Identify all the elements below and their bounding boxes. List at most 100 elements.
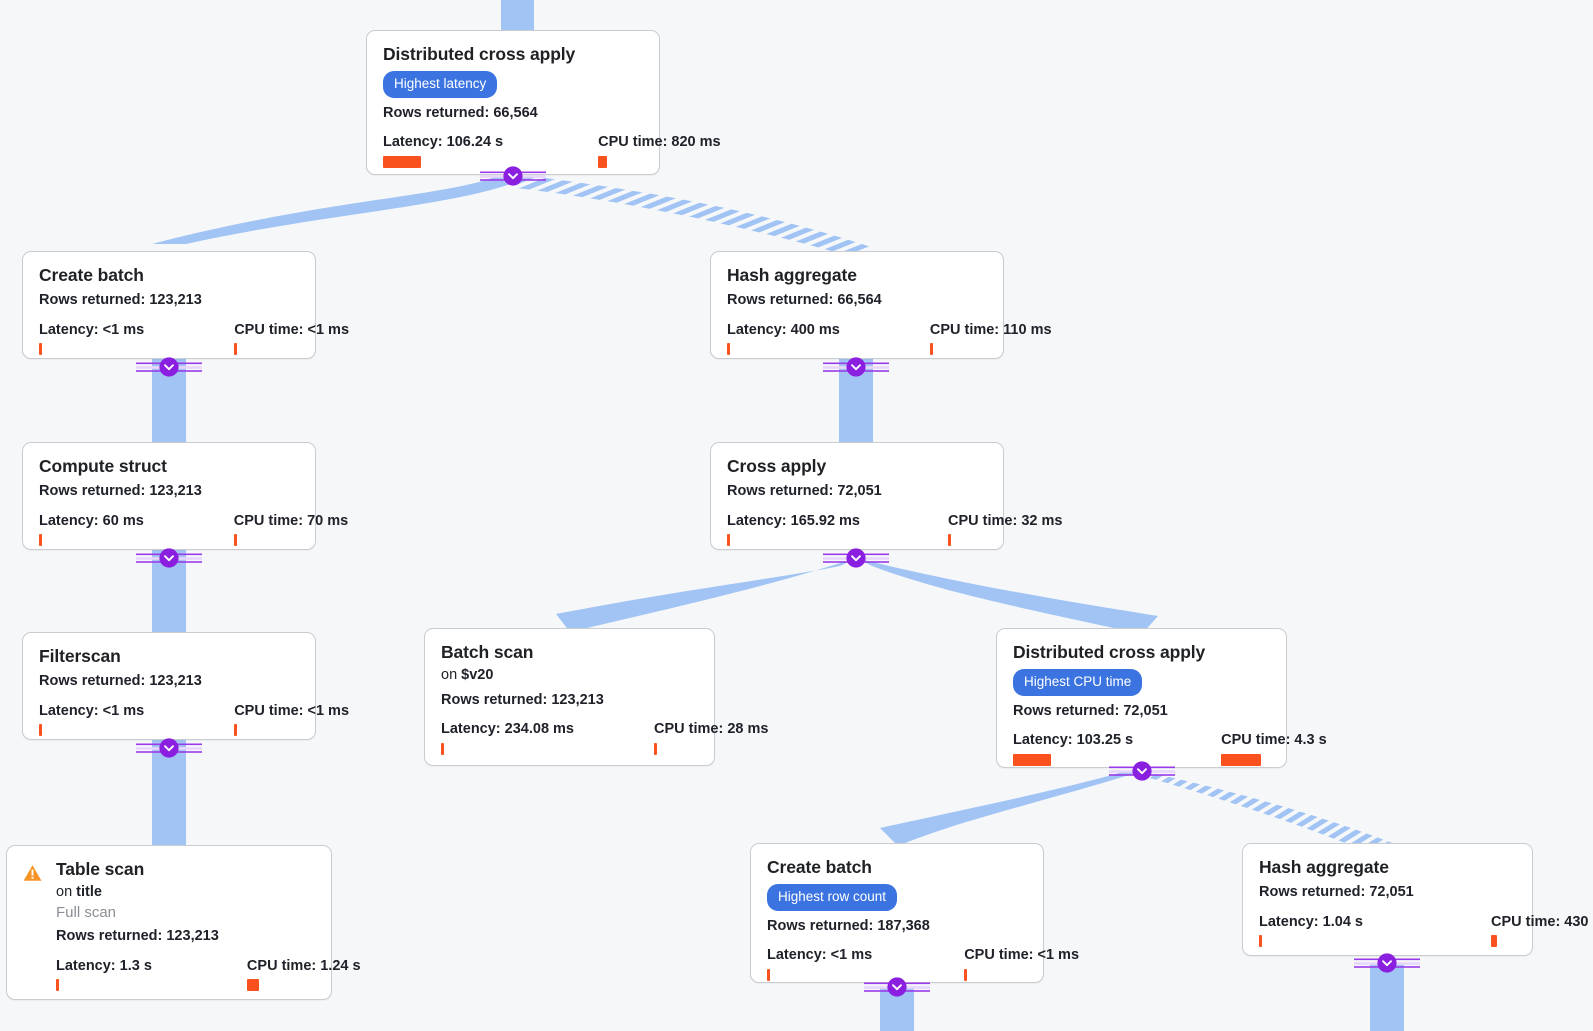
chevron-down-icon[interactable] <box>864 977 930 997</box>
metric-cpu-time-label: CPU time: 1.24 s <box>246 957 361 974</box>
node-metrics: Latency: <1 ms CPU time: <1 ms <box>767 947 1079 981</box>
metric-latency: Latency: 60 ms <box>39 513 144 547</box>
connector-hash-aggregate-upper[interactable] <box>823 357 889 377</box>
chevron-down-icon[interactable] <box>136 357 202 377</box>
node-metrics: Latency: 1.04 s CPU time: 430 ms <box>1259 913 1593 948</box>
metric-cpu-time-label: CPU time: <1 ms <box>964 947 1080 964</box>
node-title: Distributed cross apply <box>383 44 576 64</box>
node-title: Hash aggregate <box>727 265 857 285</box>
metric-cpu-time-label: CPU time: 28 ms <box>654 721 769 738</box>
chevron-down-icon[interactable] <box>1109 761 1175 781</box>
chevron-down-icon[interactable] <box>480 166 546 186</box>
metric-latency-label: Latency: <1 ms <box>767 947 873 964</box>
chevron-down-icon[interactable] <box>823 548 889 568</box>
node-subtitle-prefix: on <box>56 884 77 900</box>
chevron-down-icon[interactable] <box>1354 953 1420 973</box>
metric-cpu-time: CPU time: <1 ms <box>234 321 350 356</box>
metric-latency-label: Latency: <1 ms <box>39 702 145 719</box>
node-rows-returned: Rows returned: 66,564 <box>727 292 882 308</box>
node-subnote: Full scan <box>56 903 117 921</box>
node-metrics: Latency: 400 ms CPU time: 110 ms <box>727 321 1052 356</box>
connector-distributed-cross-apply-lower[interactable] <box>1109 761 1175 781</box>
metric-cpu-time: CPU time: 70 ms <box>233 513 348 547</box>
node-metrics: Latency: 1.3 s CPU time: 1.24 s <box>56 958 361 992</box>
node-metrics: Latency: 60 ms CPU time: 70 ms <box>39 513 348 547</box>
metric-latency: Latency: 165.92 ms <box>727 512 860 547</box>
node-subtitle-value: title <box>76 884 102 900</box>
metric-cpu-time: CPU time: 430 ms <box>1490 913 1593 948</box>
node-highlight-badge: Highest latency <box>383 71 498 98</box>
chevron-down-icon[interactable] <box>823 357 889 377</box>
node-subtitle: on $v20 <box>441 666 698 686</box>
metric-latency: Latency: 234.08 ms <box>441 721 574 755</box>
metric-cpu-time-bar <box>233 534 237 547</box>
metric-cpu-time: CPU time: 110 ms <box>929 321 1052 356</box>
node-metrics: Latency: 234.08 ms CPU time: 28 ms <box>441 721 768 755</box>
metric-latency-label: Latency: 400 ms <box>727 321 840 338</box>
metric-latency-bar <box>727 343 730 356</box>
node-rows-returned: Rows returned: 72,051 <box>1259 884 1414 900</box>
metric-cpu-time-label: CPU time: 430 ms <box>1490 913 1593 930</box>
node-highlight-badge: Highest row count <box>767 884 898 911</box>
connector-compute-struct[interactable] <box>136 548 202 568</box>
connector-filterscan[interactable] <box>136 738 202 758</box>
metric-latency-bar <box>39 534 42 547</box>
metric-cpu-time-bar <box>246 979 259 992</box>
node-title: Table scan <box>56 859 145 879</box>
metric-cpu-time-bar <box>1221 753 1262 766</box>
node-title: Compute struct <box>39 456 167 476</box>
chevron-down-icon[interactable] <box>136 548 202 568</box>
node-title: Distributed cross apply <box>1013 642 1206 662</box>
connector-root-children[interactable] <box>480 166 546 186</box>
node-title: Create batch <box>767 857 872 877</box>
metric-latency: Latency: 1.3 s <box>56 958 152 992</box>
metric-cpu-time-label: CPU time: <1 ms <box>234 702 350 719</box>
connector-create-batch-bottom[interactable] <box>864 977 930 997</box>
metric-latency-label: Latency: 165.92 ms <box>727 512 860 529</box>
metric-cpu-time-bar <box>598 155 608 168</box>
connector-create-batch-left[interactable] <box>136 357 202 377</box>
node-title: Batch scan <box>441 642 534 662</box>
node-rows-returned: Rows returned: 72,051 <box>1013 702 1168 719</box>
metric-latency-bar <box>56 979 59 992</box>
node-title: Cross apply <box>727 456 827 476</box>
metric-cpu-time-bar <box>234 724 238 737</box>
warning-triangle-icon <box>23 864 42 887</box>
node-rows-returned: Rows returned: 187,368 <box>767 917 930 934</box>
metric-latency: Latency: 400 ms <box>727 321 840 356</box>
metric-cpu-time-label: CPU time: <1 ms <box>234 321 350 338</box>
metric-cpu-time-bar <box>234 343 238 356</box>
metric-latency: Latency: 103.25 s <box>1013 732 1134 766</box>
metric-latency-bar <box>39 343 42 356</box>
metric-latency-label: Latency: 103.25 s <box>1013 732 1134 749</box>
chevron-down-icon[interactable] <box>136 738 202 758</box>
connector-hash-aggregate-bottom[interactable] <box>1354 953 1420 973</box>
connector-cross-apply[interactable] <box>823 548 889 568</box>
metric-latency-label: Latency: <1 ms <box>39 321 145 338</box>
metric-latency: Latency: 1.04 s <box>1259 913 1363 948</box>
metric-latency-label: Latency: 1.04 s <box>1259 913 1363 930</box>
node-title: Hash aggregate <box>1259 857 1389 877</box>
metric-latency-label: Latency: 106.24 s <box>383 134 504 151</box>
metric-cpu-time-label: CPU time: 820 ms <box>598 134 721 151</box>
metric-latency: Latency: <1 ms <box>767 947 873 981</box>
node-title: Create batch <box>39 265 144 285</box>
node-subtitle-prefix: on <box>441 667 462 683</box>
node-metrics: Latency: <1 ms CPU time: <1 ms <box>39 321 349 356</box>
node-highlight-badge: Highest CPU time <box>1013 669 1143 696</box>
node-rows-returned: Rows returned: 123,213 <box>39 673 202 689</box>
node-title: Filterscan <box>39 646 121 666</box>
metric-cpu-time-label: CPU time: 110 ms <box>929 321 1052 338</box>
